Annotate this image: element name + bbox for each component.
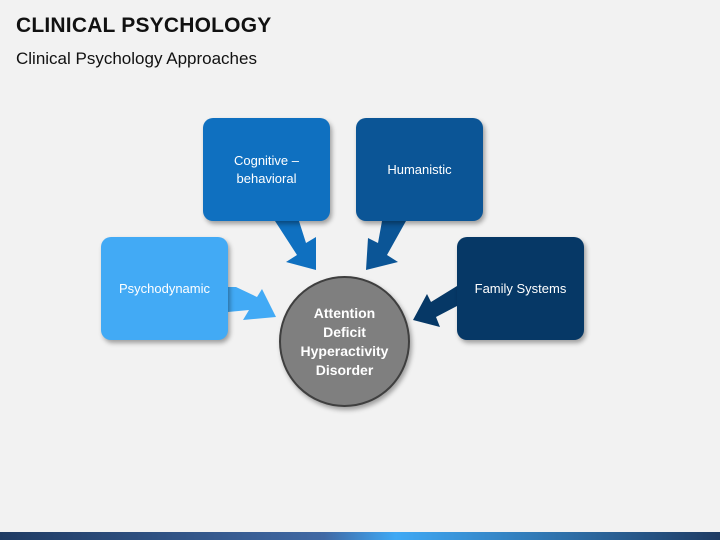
center-label: Attention Deficit Hyperactivity Disorder xyxy=(300,304,389,378)
approach-label: Family Systems xyxy=(474,280,567,296)
approach-label: Psychodynamic xyxy=(118,280,211,296)
approach-label: Humanistic xyxy=(387,161,452,177)
center-circle: Attention Deficit Hyperactivity Disorder xyxy=(279,276,410,407)
arrow-humanistic xyxy=(366,221,406,270)
footer-bar xyxy=(0,532,720,540)
approach-label: Cognitive – behavioral xyxy=(233,152,300,186)
approach-box-psychodynamic: Psychodynamic xyxy=(101,237,228,340)
arrow-cognitive xyxy=(275,221,316,270)
approach-box-family-systems: Family Systems xyxy=(457,237,584,340)
page-title: CLINICAL PSYCHOLOGY xyxy=(16,14,272,37)
arrow-family-systems xyxy=(413,286,457,327)
approach-box-cognitive-behavioral: Cognitive – behavioral xyxy=(203,118,330,221)
page-subtitle: Clinical Psychology Approaches xyxy=(16,49,257,68)
arrow-psychodynamic xyxy=(228,287,276,320)
approach-box-humanistic: Humanistic xyxy=(356,118,483,221)
